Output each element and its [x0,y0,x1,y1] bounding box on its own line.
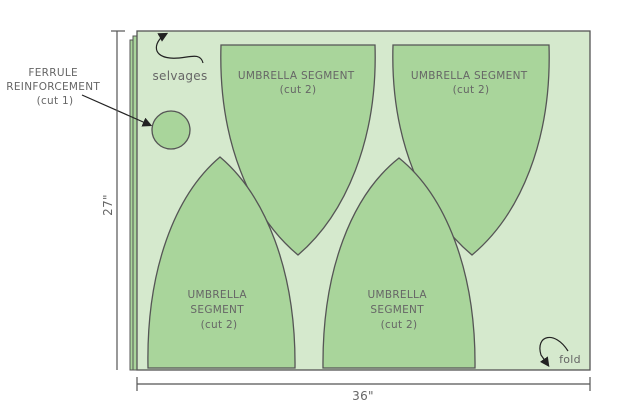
height-dimension-label: 27" [101,194,115,216]
segment-bottom-right-label: UMBRELLA SEGMENT (cut 2) [367,289,430,331]
ferrule-reinforcement-circle [151,110,191,150]
width-dimension-line [136,377,591,391]
height-dimension-line [111,30,125,370]
ferrule-label: FERRULE REINFORCEMENT (cut 1) [6,67,103,107]
segment-top-left-label: UMBRELLA SEGMENT (cut 2) [238,70,358,96]
segment-top-right-label: UMBRELLA SEGMENT (cut 2) [411,70,531,96]
umbrella-segment-top-left [220,44,376,256]
umbrella-segment-bottom-right [322,157,476,369]
width-dimension-label: 36" [352,389,374,403]
segment-bottom-left-label: UMBRELLA SEGMENT (cut 2) [187,289,250,331]
umbrella-segment-bottom-left [147,156,296,369]
selvages-arrow-icon [155,32,204,64]
selvages-label: selvages [152,69,207,83]
ferrule-arrow-icon [81,94,153,127]
fold-arrow-icon [539,336,569,367]
fold-label: fold [559,353,581,366]
